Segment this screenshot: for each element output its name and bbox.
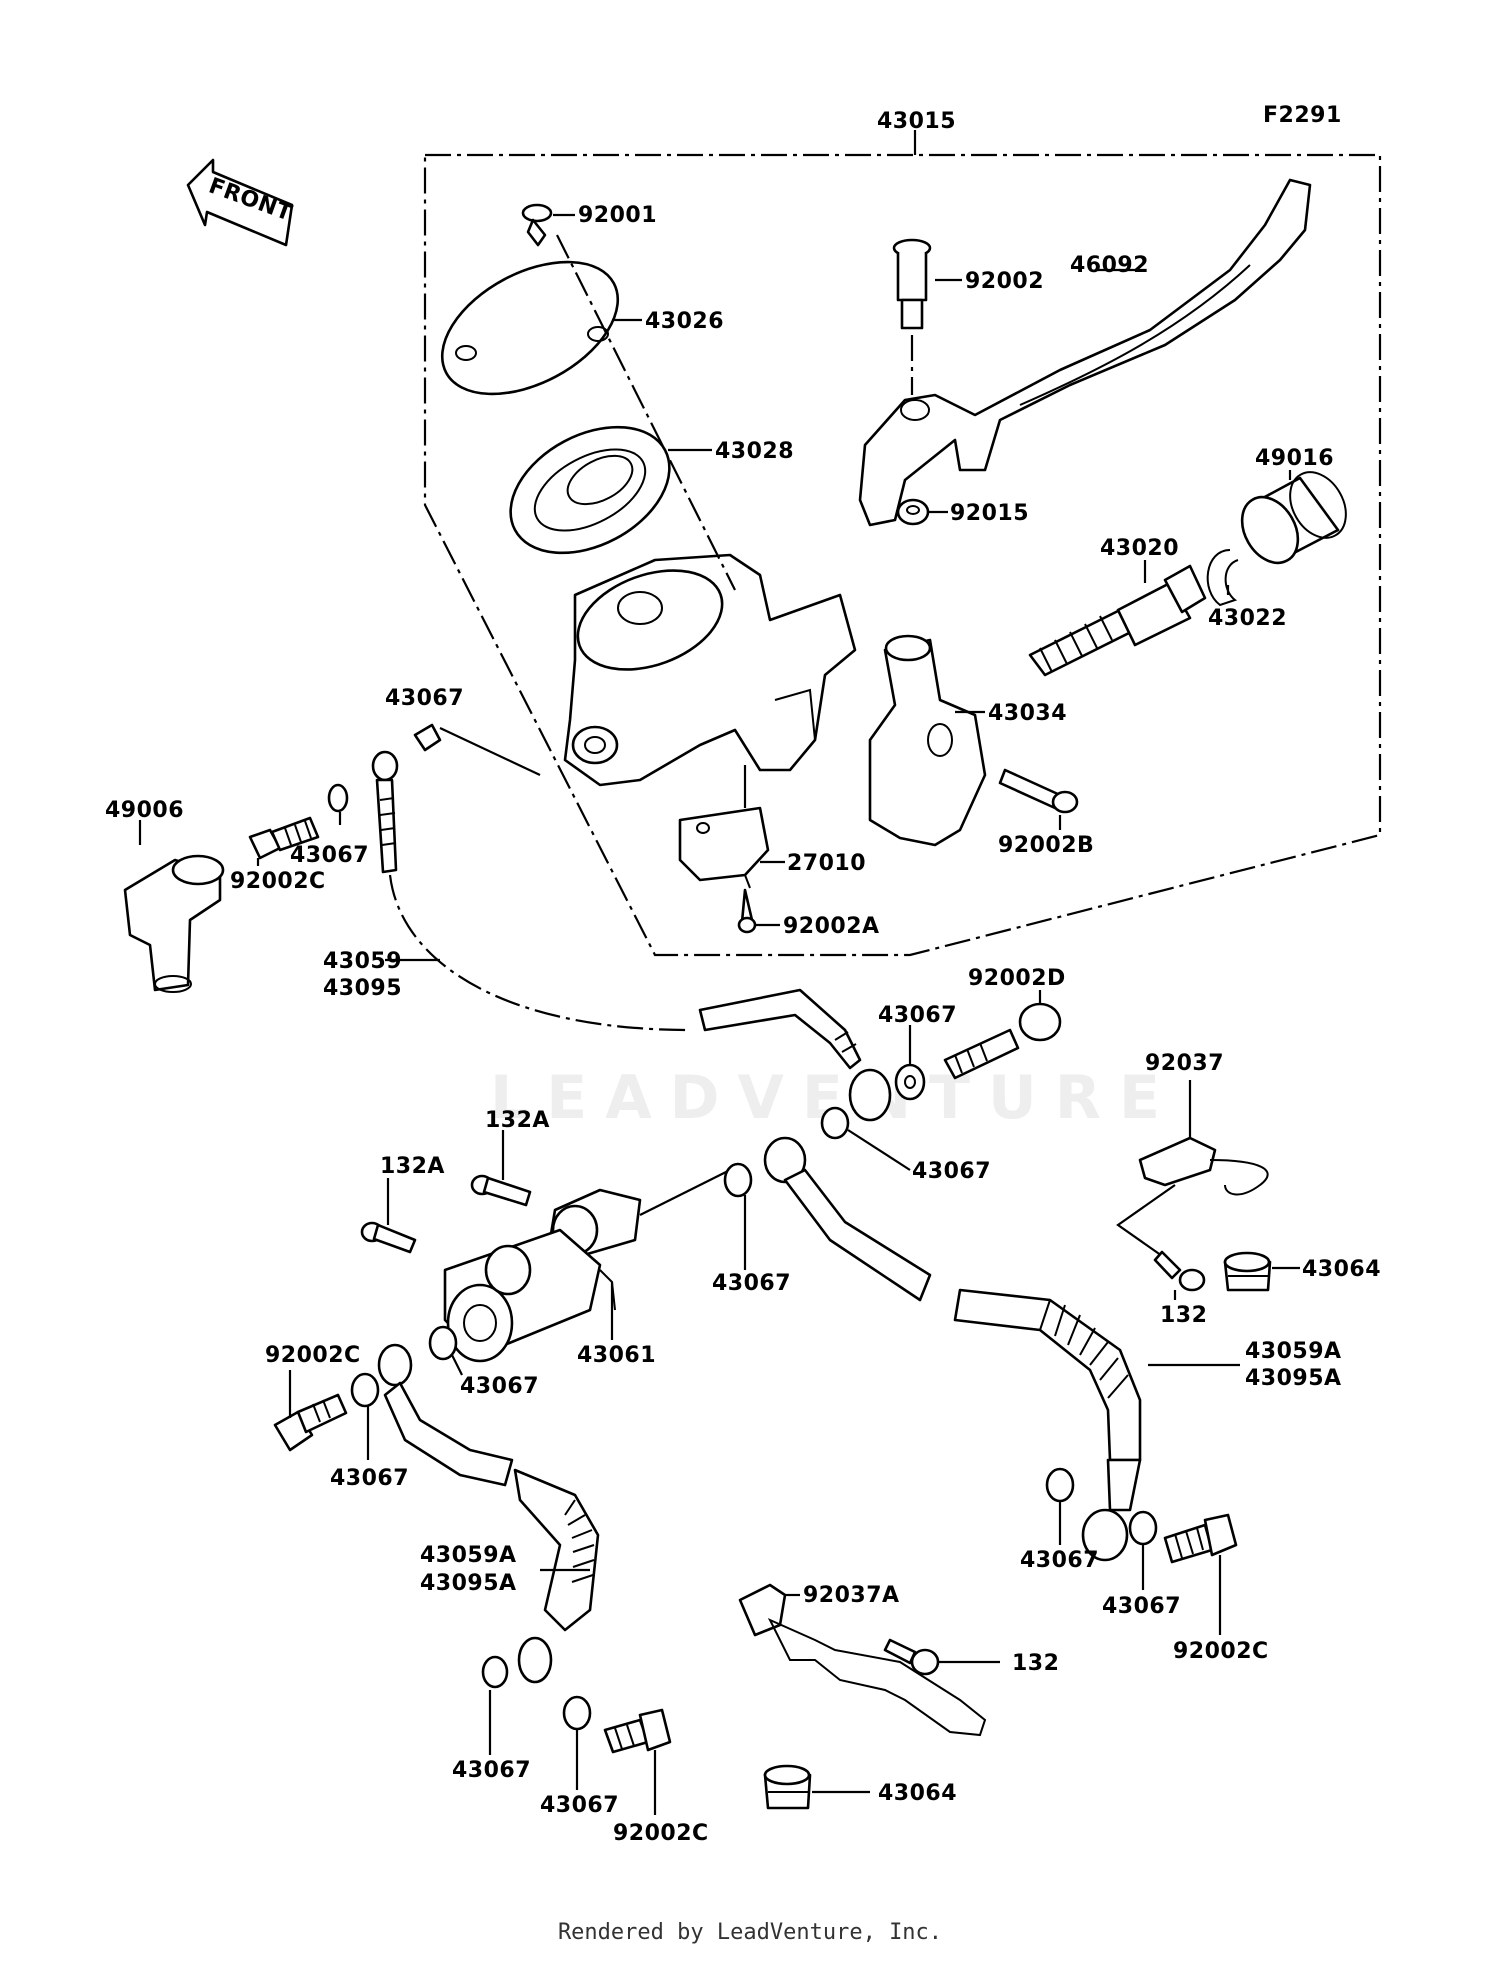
label-43067-d: 43067 xyxy=(878,1003,957,1028)
label-132-a: 132 xyxy=(1160,1303,1207,1328)
label-92002C-d: 92002C xyxy=(613,1821,709,1846)
label-43034: 43034 xyxy=(988,701,1067,726)
label-132A-b: 132A xyxy=(380,1154,445,1179)
label-92001: 92001 xyxy=(578,203,657,228)
label-43059: 43059 xyxy=(323,949,402,974)
banjo-bolt-92002C-d-icon xyxy=(603,1708,672,1754)
label-43067-mid: 43067 xyxy=(290,843,369,868)
master-cylinder-body-icon xyxy=(563,553,857,787)
banjo-bolt-92002C-left-icon xyxy=(248,816,320,860)
label-92002B: 92002B xyxy=(998,833,1094,858)
diaphragm-43028-icon xyxy=(509,425,671,555)
brake-hose-43059A-left-icon xyxy=(377,1343,600,1684)
label-43067-h: 43067 xyxy=(330,1466,409,1491)
label-43067-k: 43067 xyxy=(452,1758,531,1783)
screw-92001-icon xyxy=(521,203,553,247)
label-92002A: 92002A xyxy=(783,914,880,939)
bracket-92037-icon xyxy=(1138,1136,1269,1196)
label-27010: 27010 xyxy=(787,851,866,876)
brake-lever-46092-icon xyxy=(858,178,1312,527)
bolt-132-b-icon xyxy=(883,1638,940,1676)
label-92002D: 92002D xyxy=(968,966,1066,991)
label-46092: 46092 xyxy=(1070,253,1149,278)
brake-hose-43059-icon xyxy=(371,750,892,1122)
joint-block-43061-icon xyxy=(443,1188,642,1363)
washer-43067-f-icon xyxy=(723,1162,753,1198)
label-49016: 49016 xyxy=(1255,446,1334,471)
bracket-92037A-icon xyxy=(738,1583,987,1737)
label-43095A-left: 43095A xyxy=(420,1571,517,1596)
bolt-132A-a-icon xyxy=(470,1174,532,1207)
assembly-outline xyxy=(423,130,1382,957)
label-43067-f: 43067 xyxy=(712,1271,791,1296)
label-132A-a: 132A xyxy=(485,1108,550,1133)
label-43067-top: 43067 xyxy=(385,686,464,711)
label-92037: 92037 xyxy=(1145,1051,1224,1076)
part-labels: 43015 F2291 92001 43026 43028 92002 4609… xyxy=(105,103,1381,1846)
label-43067-j: 43067 xyxy=(1102,1594,1181,1619)
washer-43067-top-icon xyxy=(413,723,442,752)
switch-27010-icon xyxy=(678,806,770,889)
label-43061: 43061 xyxy=(577,1343,656,1368)
bolt-132A-b-icon xyxy=(360,1221,417,1254)
washer-43067-h-icon xyxy=(350,1372,380,1408)
label-49006: 49006 xyxy=(105,798,184,823)
screw-92002A-icon xyxy=(737,888,757,934)
piston-assembly-43020-icon xyxy=(1028,564,1207,677)
washer-43067-mid-icon xyxy=(327,783,349,813)
grommet-43064-a-icon xyxy=(1223,1251,1272,1292)
label-43028: 43028 xyxy=(715,439,794,464)
dust-boot-49016-icon xyxy=(1240,471,1347,565)
grommet-43064-b-icon xyxy=(763,1764,812,1810)
label-92002C-b: 92002C xyxy=(265,1343,361,1368)
label-92002C-left: 92002C xyxy=(230,869,326,894)
bolt-132-a-icon xyxy=(1153,1250,1206,1292)
label-43095A-right: 43095A xyxy=(1245,1366,1342,1391)
label-43064-a: 43064 xyxy=(1302,1257,1381,1282)
washer-43067-d-icon xyxy=(894,1063,926,1101)
label-43059A-left: 43059A xyxy=(420,1543,517,1568)
washer-43067-i-icon xyxy=(1045,1467,1075,1503)
label-43026: 43026 xyxy=(645,309,724,334)
pivot-bolt-92002-icon xyxy=(892,238,932,330)
label-92037A: 92037A xyxy=(803,1583,900,1608)
label-43020: 43020 xyxy=(1100,536,1179,561)
label-43067-g: 43067 xyxy=(460,1374,539,1399)
washer-43067-j-icon xyxy=(1128,1510,1158,1546)
label-43067-l: 43067 xyxy=(540,1793,619,1818)
brake-hose-43059A-right-icon xyxy=(763,1136,1142,1562)
banjo-bolt-92002D-icon xyxy=(943,1002,1062,1080)
label-132-b: 132 xyxy=(1012,1651,1059,1676)
washer-43067-l-icon xyxy=(562,1695,592,1731)
dust-cap-49006-icon xyxy=(123,854,225,993)
label-92015: 92015 xyxy=(950,501,1029,526)
front-arrow-icon: FRONT xyxy=(186,158,295,247)
banjo-bolt-92002C-b-icon xyxy=(273,1393,348,1452)
circlip-43022-icon xyxy=(1206,549,1239,607)
label-43067-e: 43067 xyxy=(912,1159,991,1184)
label-43015: 43015 xyxy=(877,109,956,134)
washer-43067-k-icon xyxy=(481,1655,509,1689)
clamp-43034-icon xyxy=(868,634,987,847)
render-credit: Rendered by LeadVenture, Inc. xyxy=(557,1920,943,1945)
banjo-bolt-92002C-c-icon xyxy=(1163,1513,1238,1564)
washer-43067-e-icon xyxy=(820,1106,850,1140)
label-92002C-c: 92002C xyxy=(1173,1639,1269,1664)
washer-43067-g-icon xyxy=(428,1325,458,1361)
nut-92015-icon xyxy=(896,498,930,526)
reservoir-cap-43026-icon xyxy=(440,260,620,396)
label-43022: 43022 xyxy=(1208,606,1287,631)
label-figure-code: F2291 xyxy=(1263,103,1342,128)
label-92002: 92002 xyxy=(965,269,1044,294)
screw-92002B-icon xyxy=(998,768,1079,814)
label-43095: 43095 xyxy=(323,976,402,1001)
label-43067-i: 43067 xyxy=(1020,1548,1099,1573)
label-43059A-right: 43059A xyxy=(1245,1339,1342,1364)
label-43064-b: 43064 xyxy=(878,1781,957,1806)
